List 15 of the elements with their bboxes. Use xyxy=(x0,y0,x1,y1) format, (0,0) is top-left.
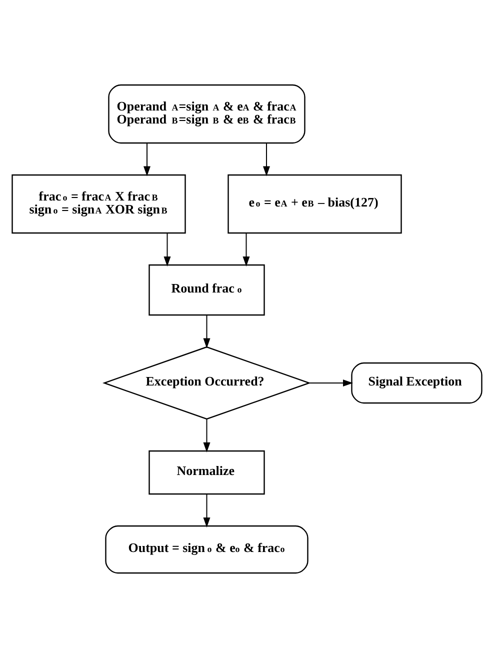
node-diamond: Exception Occurred? xyxy=(102,346,312,420)
node-box: Operand A=sign A & eA & fracA Operand B=sign B & eB & fracB xyxy=(108,84,306,144)
node-box: fraco = fracA X fracB signo = signA XOR signB xyxy=(12,174,186,234)
arrow xyxy=(203,418,210,452)
node-box: Signal Exception xyxy=(351,362,482,404)
arrow xyxy=(144,142,150,176)
arrow xyxy=(263,142,270,176)
arrow xyxy=(203,314,210,348)
arrow xyxy=(308,380,354,386)
arrow xyxy=(203,494,210,528)
arrow xyxy=(242,232,250,266)
node-box: Normalize xyxy=(148,450,265,495)
node-box: eo = eA + eB – bias(127) xyxy=(228,174,402,234)
arrow xyxy=(164,232,171,266)
node-box: Output = signo & eo & fraco xyxy=(105,525,308,574)
